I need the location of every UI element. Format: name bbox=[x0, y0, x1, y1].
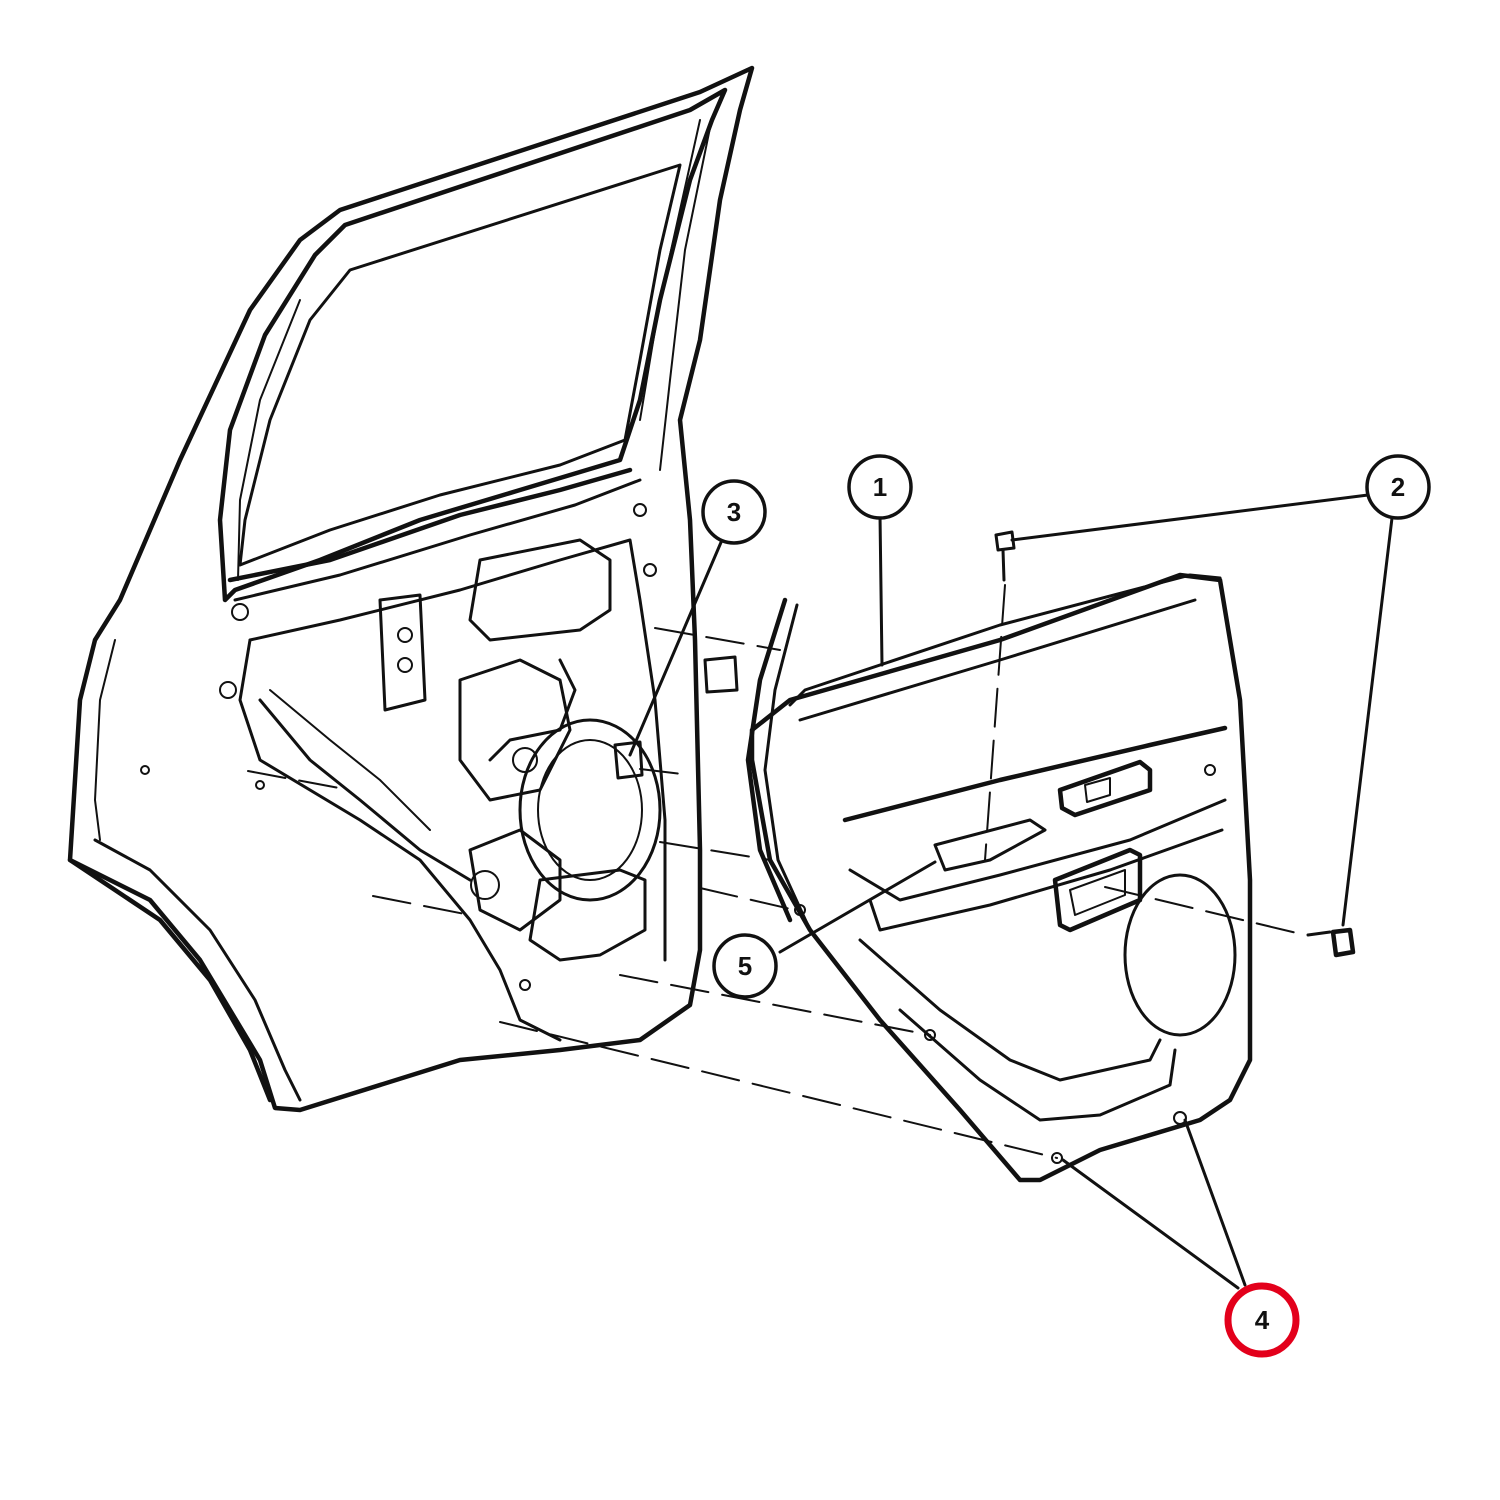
callout-4: 4 bbox=[1224, 1282, 1300, 1358]
callout-1-label: 1 bbox=[873, 472, 887, 502]
callout-2-label: 2 bbox=[1391, 472, 1405, 502]
callout-3: 3 bbox=[701, 479, 767, 545]
callout-5-circle bbox=[712, 933, 778, 999]
callout-3-circle bbox=[701, 479, 767, 545]
alignment-lines bbox=[247, 584, 1306, 1159]
leader-lines bbox=[628, 493, 1394, 1290]
door-trim-panel bbox=[745, 572, 1253, 1183]
callout-2-circle bbox=[1365, 454, 1431, 520]
callout-5: 5 bbox=[712, 933, 778, 999]
trim-screw-handle bbox=[1306, 927, 1356, 958]
trim-screw-top bbox=[994, 530, 1016, 582]
callout-2: 2 bbox=[1365, 454, 1431, 520]
callout-3-label: 3 bbox=[727, 497, 741, 527]
callout-4-highlight-ring bbox=[1224, 1282, 1300, 1358]
callout-5-label: 5 bbox=[738, 951, 752, 981]
callout-1: 1 bbox=[847, 454, 913, 520]
callout-1-circle bbox=[847, 454, 913, 520]
callout-4-label: 4 bbox=[1255, 1305, 1270, 1335]
door-shell bbox=[67, 65, 755, 1113]
